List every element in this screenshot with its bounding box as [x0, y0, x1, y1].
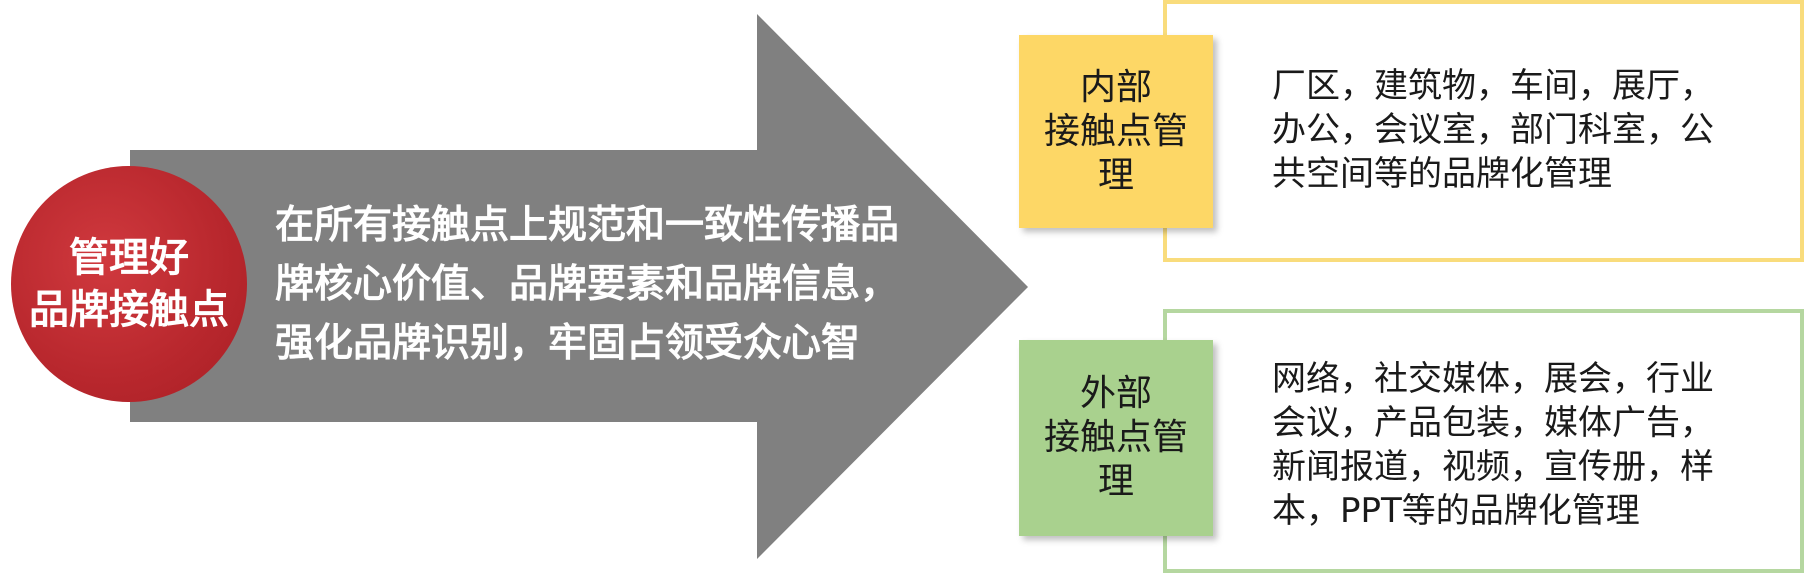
external-desc-line-1: 网络，社交媒体，展会，行业 — [1272, 359, 1714, 399]
internal-label-line-1: 内部 — [1079, 66, 1152, 108]
external-label-box: 外部 接触点管 理 — [1019, 340, 1213, 536]
external-description: 网络，社交媒体，展会，行业 会议，产品包装，媒体广告， 新闻报道，视频，宣传册，… — [1272, 357, 1714, 533]
internal-content-box — [1163, 0, 1804, 262]
internal-desc-line-2: 办公，会议室，部门科室，公 — [1272, 110, 1714, 150]
internal-desc-line-3: 共空间等的品牌化管理 — [1272, 154, 1612, 194]
arrow-text: 在所有接触点上规范和一致性传播品 牌核心价值、品牌要素和品牌信息， 强化品牌识别… — [275, 196, 975, 373]
external-desc-line-4: 本，PPT等的品牌化管理 — [1272, 491, 1640, 531]
center-circle-line-2: 品牌接触点 — [29, 287, 229, 333]
internal-label-box: 内部 接触点管 理 — [1019, 35, 1213, 228]
internal-label-line-3: 理 — [1097, 154, 1134, 196]
arrow-text-line-2: 牌核心价值、品牌要素和品牌信息， — [275, 262, 900, 307]
arrow-text-line-3: 强化品牌识别，牢固占领受众心智 — [275, 321, 861, 366]
external-content-box — [1163, 309, 1804, 573]
external-label-line-2: 接触点管 — [1043, 417, 1188, 458]
external-desc-line-2: 会议，产品包装，媒体广告， — [1272, 403, 1714, 443]
external-desc-line-3: 新闻报道，视频，宣传册，样 — [1272, 447, 1714, 487]
internal-description: 厂区，建筑物，车间，展厅， 办公，会议室，部门科室，公 共空间等的品牌化管理 — [1272, 64, 1714, 196]
center-circle: 管理好 品牌接触点 — [11, 166, 247, 402]
arrow-text-line-1: 在所有接触点上规范和一致性传播品 — [275, 203, 900, 248]
arrow-shape — [130, 14, 1028, 559]
external-label-line-1: 外部 — [1079, 373, 1152, 414]
internal-label-line-2: 接触点管 — [1043, 110, 1188, 152]
center-circle-line-1: 管理好 — [69, 235, 189, 281]
external-label-line-3: 理 — [1097, 461, 1134, 502]
internal-desc-line-1: 厂区，建筑物，车间，展厅， — [1272, 66, 1714, 106]
